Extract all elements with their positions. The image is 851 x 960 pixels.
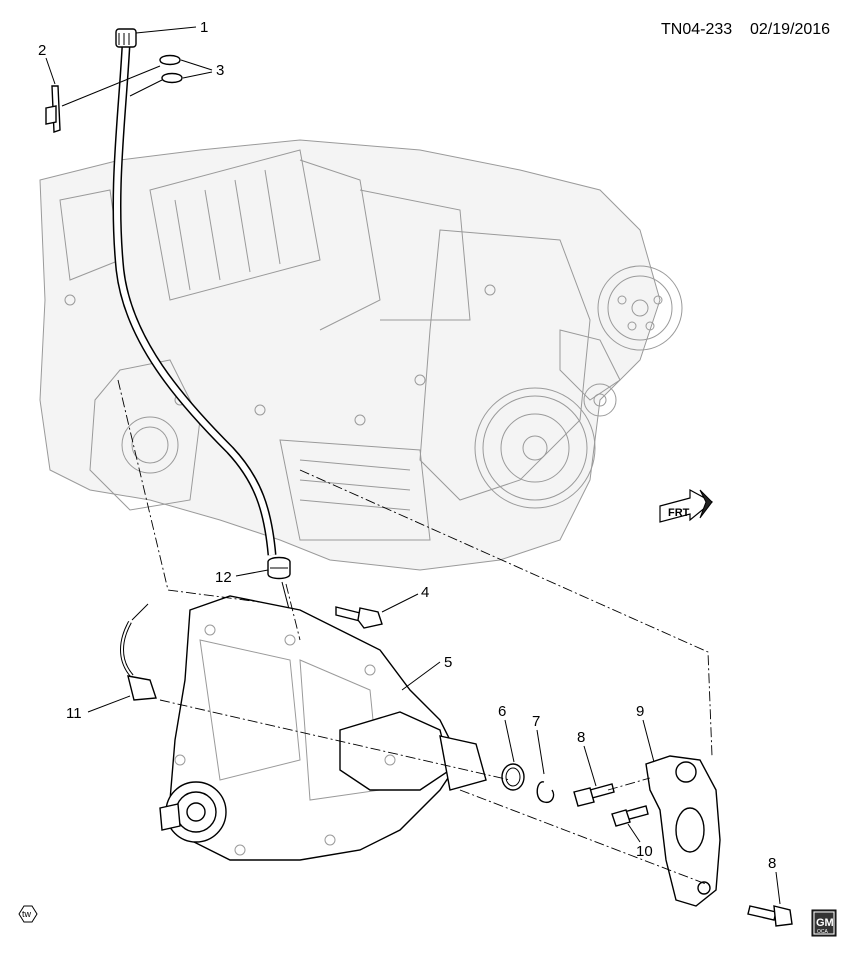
mounting-bracket [645, 755, 721, 907]
bolt-4 [335, 606, 383, 629]
snap-ring [536, 781, 555, 804]
callout-8-lower: 8 [768, 855, 776, 872]
callout-6: 6 [498, 703, 506, 720]
tw-label: tw [22, 909, 32, 919]
callout-1: 1 [200, 19, 208, 36]
diagram-date: 02/19/2016 [750, 21, 830, 38]
o-ring [501, 763, 525, 791]
callout-8-upper: 8 [577, 729, 585, 746]
gm-sublabel: OCA [817, 929, 829, 935]
callout-12: 12 [215, 569, 232, 586]
harness-connector [120, 603, 157, 701]
frt-label: FRT [668, 507, 690, 519]
callout-7: 7 [532, 713, 540, 730]
callout-11: 11 [66, 705, 82, 722]
front-direction-arrow-icon: FRT [659, 488, 714, 523]
tube-clamps [159, 54, 183, 84]
alignment-lines [117, 379, 713, 885]
gm-logo-icon: GM OCA [811, 909, 837, 937]
callout-10: 10 [636, 843, 653, 860]
diagram-code: TN04-233 [661, 21, 732, 38]
dipstick-tube [112, 28, 277, 556]
callout-2: 2 [38, 42, 46, 59]
transfer-case [159, 595, 487, 861]
gm-label: GM [816, 917, 834, 929]
callout-9: 9 [636, 703, 644, 720]
lower-tube-clamp [267, 556, 291, 580]
bolt-10 [611, 805, 649, 827]
tw-badge-icon: tw [18, 905, 38, 923]
bolt-8-upper [573, 783, 615, 807]
callout-3: 3 [216, 62, 224, 79]
bolt-8-lower [747, 905, 793, 927]
engine-background [39, 139, 683, 571]
callout-5: 5 [444, 654, 452, 671]
callout-4: 4 [421, 584, 429, 601]
tube-clip [45, 85, 61, 133]
